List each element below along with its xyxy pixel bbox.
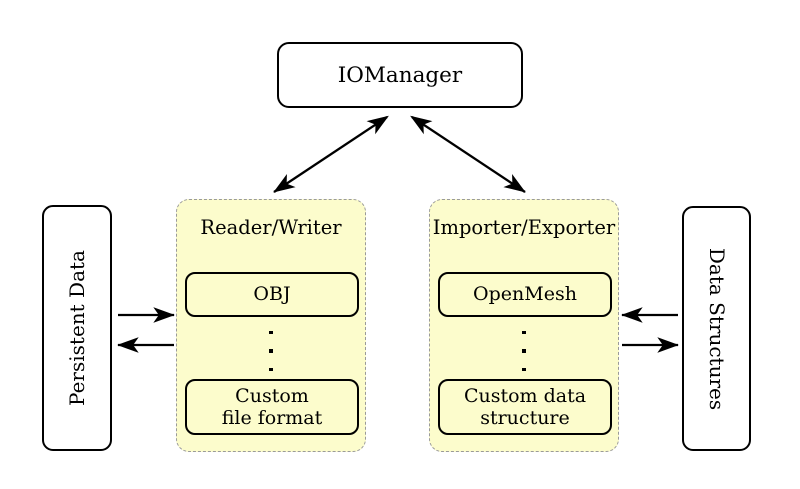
io-manager-label: IOManager <box>337 62 463 88</box>
node-obj-label: OBJ <box>253 283 291 306</box>
node-data-structures[interactable]: Data Structures <box>682 206 751 451</box>
panel-reader-writer[interactable]: Reader/Writer OBJ Custom file format <box>176 199 366 452</box>
node-openmesh[interactable]: OpenMesh <box>438 272 612 317</box>
node-io-manager[interactable]: IOManager <box>277 42 523 108</box>
arrow-manager-reader-writer <box>273 115 389 193</box>
node-obj[interactable]: OBJ <box>185 272 359 317</box>
node-custom-file-format-label-line1: Custom <box>235 384 309 407</box>
node-persistent-data[interactable]: Persistent Data <box>42 205 112 451</box>
panel-importer-exporter-title: Importer/Exporter <box>432 216 616 239</box>
node-custom-data-structure-label-line1: Custom data <box>463 384 587 407</box>
reader-writer-ellipsis-icon <box>177 331 365 371</box>
persistent-data-label: Persistent Data <box>65 250 89 406</box>
node-custom-data-structure[interactable]: Custom data structure <box>438 379 612 435</box>
importer-exporter-ellipsis-icon <box>430 331 618 371</box>
data-structures-label: Data Structures <box>704 247 729 410</box>
node-custom-file-format[interactable]: Custom file format <box>185 379 359 435</box>
node-custom-file-format-label-line2: file format <box>221 407 323 429</box>
arrow-manager-importer-exporter <box>410 115 526 193</box>
panel-reader-writer-title: Reader/Writer <box>200 216 342 239</box>
node-openmesh-label: OpenMesh <box>473 283 577 306</box>
panel-importer-exporter[interactable]: Importer/Exporter OpenMesh Custom data s… <box>429 199 619 452</box>
node-custom-data-structure-label-line2: structure <box>480 407 570 429</box>
